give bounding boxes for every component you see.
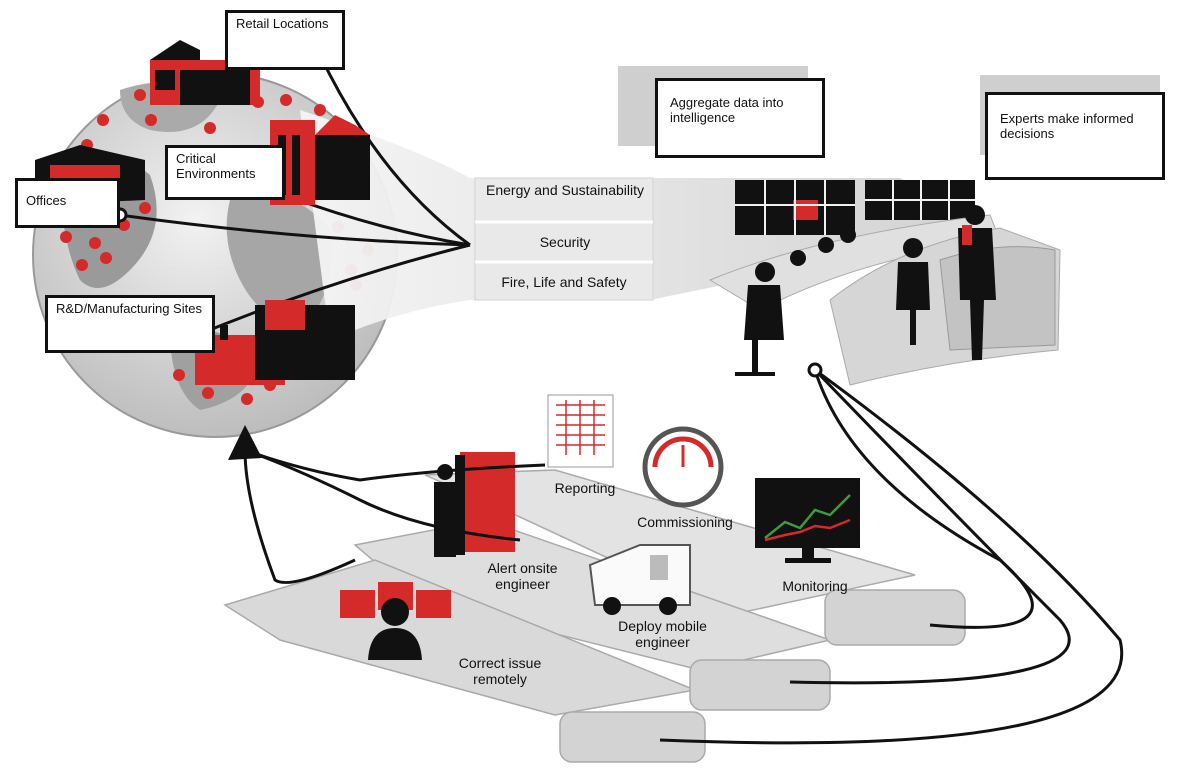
callout-rnd-text: R&D/Manufacturing Sites <box>56 301 202 316</box>
label-reporting: Reporting <box>554 480 616 496</box>
callout-offices: Offices <box>15 178 120 228</box>
return-arrow-icon <box>228 425 262 460</box>
callout-offices-text: Offices <box>26 193 67 208</box>
callout-critical-text: Critical Environments <box>176 151 256 181</box>
remote-operator-icon <box>340 582 451 660</box>
data-funnel <box>300 110 990 340</box>
label-commissioning: Commissioning <box>637 514 733 530</box>
return-cables <box>243 368 1124 745</box>
report-sheet-icon <box>547 394 614 468</box>
callout-rnd-sites: R&D/Manufacturing Sites <box>45 295 215 353</box>
band-security: Security <box>539 234 591 250</box>
callout-experts: Experts make informed decisions <box>985 92 1165 180</box>
gauge-icon <box>642 426 724 508</box>
band-energy: Energy and Sustainability <box>486 182 644 198</box>
callout-retail-locations: Retail Locations <box>225 10 345 70</box>
label-monitoring: Monitoring <box>782 578 848 594</box>
label-deploy-engineer: Deploy mobile engineer <box>618 618 707 650</box>
band-fire: Fire, Life and Safety <box>501 274 627 290</box>
callout-critical-environments: Critical Environments <box>165 145 285 200</box>
van-icon <box>588 544 691 615</box>
operators <box>735 205 996 376</box>
callout-experts-text: Experts make informed decisions <box>1000 111 1134 141</box>
monitor-icon <box>755 478 860 563</box>
label-alert-engineer: Alert onsite engineer <box>487 560 558 592</box>
label-correct-remotely: Correct issue remotely <box>458 655 542 687</box>
callout-aggregate: Aggregate data into intelligence <box>655 78 825 158</box>
callout-retail-text: Retail Locations <box>236 16 329 31</box>
callout-aggregate-text: Aggregate data into intelligence <box>670 95 784 125</box>
cable-rings <box>807 362 823 378</box>
